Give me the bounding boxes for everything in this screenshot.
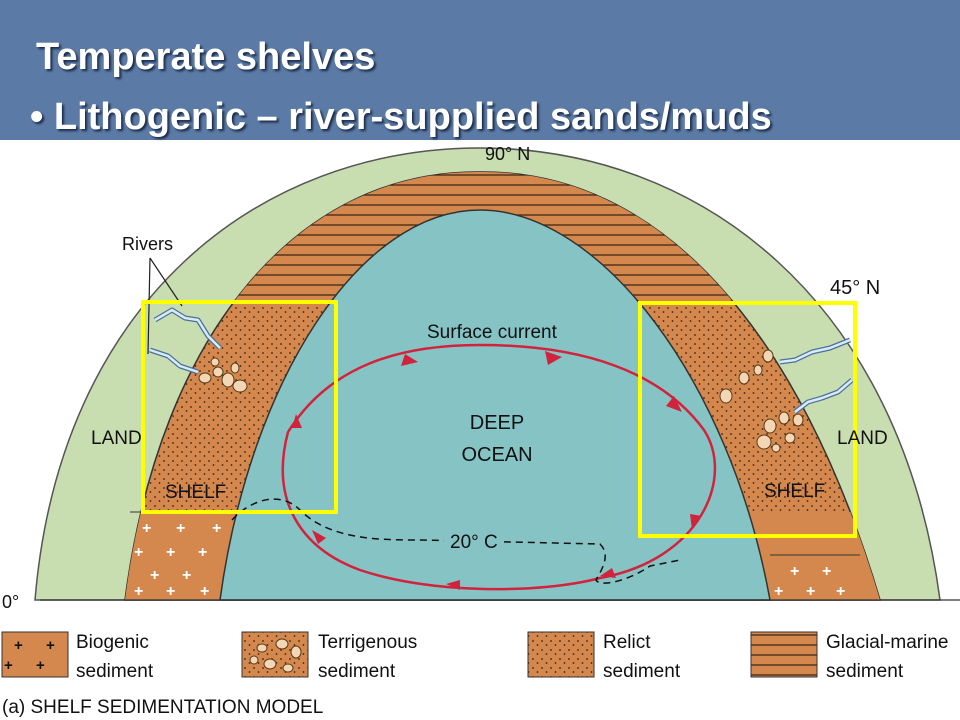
biogenic-plus-marks: +++ +++ ++ +++ ++ +++	[134, 520, 845, 600]
svg-text:+: +	[822, 563, 831, 580]
legend-label-relict-2: sediment	[603, 661, 681, 682]
slide-bullet: • Lithogenic – river-supplied sands/muds	[30, 96, 772, 138]
legend-label-glacial-marine-2: sediment	[826, 661, 904, 682]
isotherm-label: 20° C	[450, 532, 498, 553]
legend-label-glacial-marine-1: Glacial-marine	[826, 632, 948, 653]
shelf-label-left: SHELF	[165, 482, 226, 503]
deep-ocean-label-1: DEEP	[470, 412, 524, 434]
latitude-90n-label: 90° N	[485, 144, 530, 164]
latitude-0-label: 0°	[2, 592, 19, 612]
svg-text:+: +	[150, 567, 159, 584]
svg-text:+: +	[134, 583, 143, 600]
legend-label-terrigenous-2: sediment	[318, 661, 396, 682]
legend-label-biogenic-1: Biogenic	[76, 632, 149, 653]
svg-text:+: +	[134, 544, 143, 561]
isotherm-20c	[231, 498, 681, 584]
svg-text:+: +	[774, 583, 783, 600]
deep-ocean	[219, 209, 771, 601]
latitude-45n-label: 45° N	[830, 277, 880, 299]
current-arrows	[292, 351, 702, 590]
svg-text:+: +	[212, 520, 221, 537]
rivers-label: Rivers	[122, 234, 173, 254]
figure-caption: (a) SHELF SEDIMENTATION MODEL	[2, 697, 323, 718]
svg-text:+: +	[166, 583, 175, 600]
title-banner: Temperate shelves • Lithogenic – river-s…	[0, 0, 960, 140]
svg-text:+: +	[836, 583, 845, 600]
legend-item-glacial-marine: Glacial-marine sediment	[750, 631, 948, 682]
legend-item-relict: Relict sediment	[527, 631, 681, 682]
svg-text:+: +	[182, 567, 191, 584]
legend-label-terrigenous-1: Terrigenous	[318, 632, 417, 653]
svg-text:+: +	[200, 583, 209, 600]
svg-text:+: +	[166, 544, 175, 561]
highlight-box-right	[638, 301, 857, 538]
legend-item-terrigenous: Terrigenous sediment	[241, 631, 417, 682]
surface-current-label: Surface current	[427, 322, 558, 343]
svg-text:+: +	[790, 563, 799, 580]
svg-text:+: +	[46, 637, 55, 654]
svg-text:+: +	[4, 657, 13, 674]
shelf-label-right: SHELF	[764, 481, 825, 502]
legend-label-relict-1: Relict	[603, 632, 651, 653]
surface-current-gyre	[281, 343, 717, 591]
land-label-right: LAND	[837, 428, 888, 449]
svg-text:+: +	[14, 637, 23, 654]
rivers-callout	[147, 257, 183, 355]
svg-text:+: +	[36, 657, 45, 674]
legend-item-biogenic: ++ ++ Biogenic sediment	[1, 631, 154, 682]
land-label-left: LAND	[91, 428, 142, 449]
svg-text:+: +	[198, 544, 207, 561]
legend-label-biogenic-2: sediment	[76, 661, 154, 682]
slide-title: Temperate shelves	[36, 36, 376, 78]
deep-ocean-label-2: OCEAN	[461, 444, 532, 466]
svg-text:+: +	[176, 520, 185, 537]
svg-text:+: +	[142, 520, 151, 537]
terrigenous-pebbles	[198, 349, 804, 453]
legend: ++ ++ Biogenic sediment Terrigenous sedi…	[1, 631, 948, 682]
svg-text:+: +	[806, 583, 815, 600]
highlight-box-left	[141, 300, 338, 514]
